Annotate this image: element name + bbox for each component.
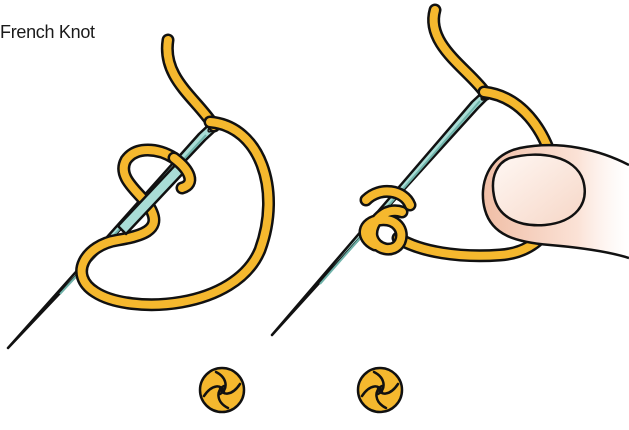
diagram-title: French Knot (0, 22, 95, 42)
thread-loop (75, 115, 275, 312)
step-2-hold-and-pull (270, 3, 629, 337)
finished-knot-1 (198, 366, 246, 414)
finished-knot-2 (356, 366, 404, 414)
fingernail (491, 153, 586, 227)
thread-wrap (167, 151, 197, 195)
finger (481, 143, 629, 260)
thread-wraps (358, 184, 417, 256)
thread-tail (427, 3, 493, 101)
step-1-wrap-thread (6, 33, 275, 350)
thread-tail (160, 33, 221, 133)
needle (6, 118, 221, 350)
